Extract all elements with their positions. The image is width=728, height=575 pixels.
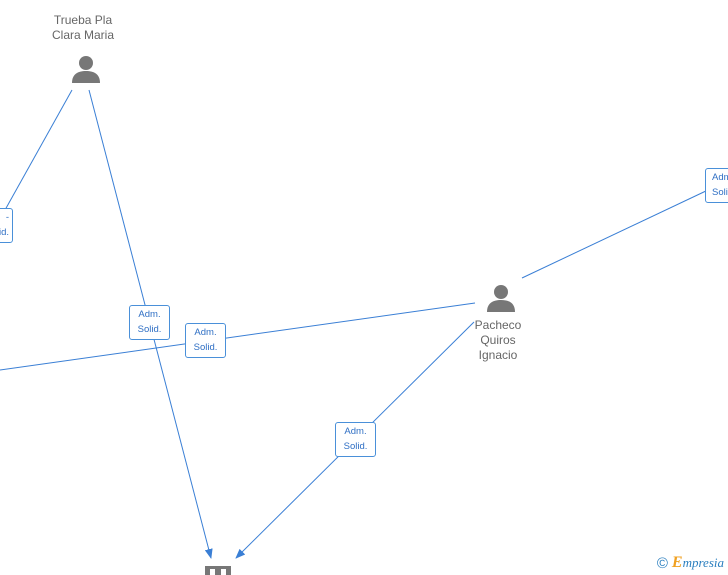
edge-label-line: lid. bbox=[0, 227, 9, 238]
brand-name: Empresia bbox=[672, 554, 724, 572]
edge-label-line: Solid bbox=[712, 187, 728, 198]
person-name-line: Clara Maria bbox=[51, 28, 114, 42]
person-name-pacheco[interactable]: Pacheco Quiros Ignacio bbox=[438, 318, 558, 363]
building-icon[interactable] bbox=[205, 566, 231, 575]
edge-label-line: Solid. bbox=[343, 441, 368, 452]
person-icon[interactable] bbox=[71, 54, 101, 84]
edge-label-line: Adm bbox=[712, 172, 728, 183]
person-name-trueba[interactable]: Trueba Pla Clara Maria bbox=[23, 13, 143, 43]
person-name-line: Ignacio bbox=[478, 348, 518, 362]
edge-label-pacheco-company[interactable]: Adm. Solid. bbox=[335, 422, 376, 457]
empresia-logo: © Empresia bbox=[657, 554, 724, 572]
copyright-icon: © bbox=[656, 554, 668, 572]
edge-label-line: Adm. bbox=[138, 309, 161, 320]
person-name-line: Trueba Pla bbox=[53, 13, 113, 27]
brand-rest: mpresia bbox=[682, 555, 724, 570]
person-icon[interactable] bbox=[486, 283, 516, 313]
person-name-line: Quiros bbox=[480, 333, 516, 347]
edge-pacheco-left bbox=[0, 302, 476, 371]
edge-trueba-left bbox=[4, 89, 73, 211]
edge-label-line: Adm. bbox=[344, 426, 367, 437]
edge-label-line: Solid. bbox=[137, 324, 162, 335]
edge-label-line: Solid. bbox=[193, 342, 218, 353]
edge-label-line: - bbox=[5, 212, 9, 223]
edge-label-pacheco-left[interactable]: Adm. Solid. bbox=[185, 323, 226, 358]
brand-initial: E bbox=[671, 554, 683, 571]
edge-label-pacheco-right[interactable]: Adm Solid bbox=[705, 168, 728, 203]
edge-label-line: Adm. bbox=[194, 327, 217, 338]
person-name-line: Pacheco bbox=[474, 318, 522, 332]
edge-pacheco-right bbox=[521, 189, 709, 279]
edge-label-partial-left[interactable]: - lid. bbox=[0, 208, 13, 243]
edge-label-trueba-company[interactable]: Adm. Solid. bbox=[129, 305, 170, 340]
